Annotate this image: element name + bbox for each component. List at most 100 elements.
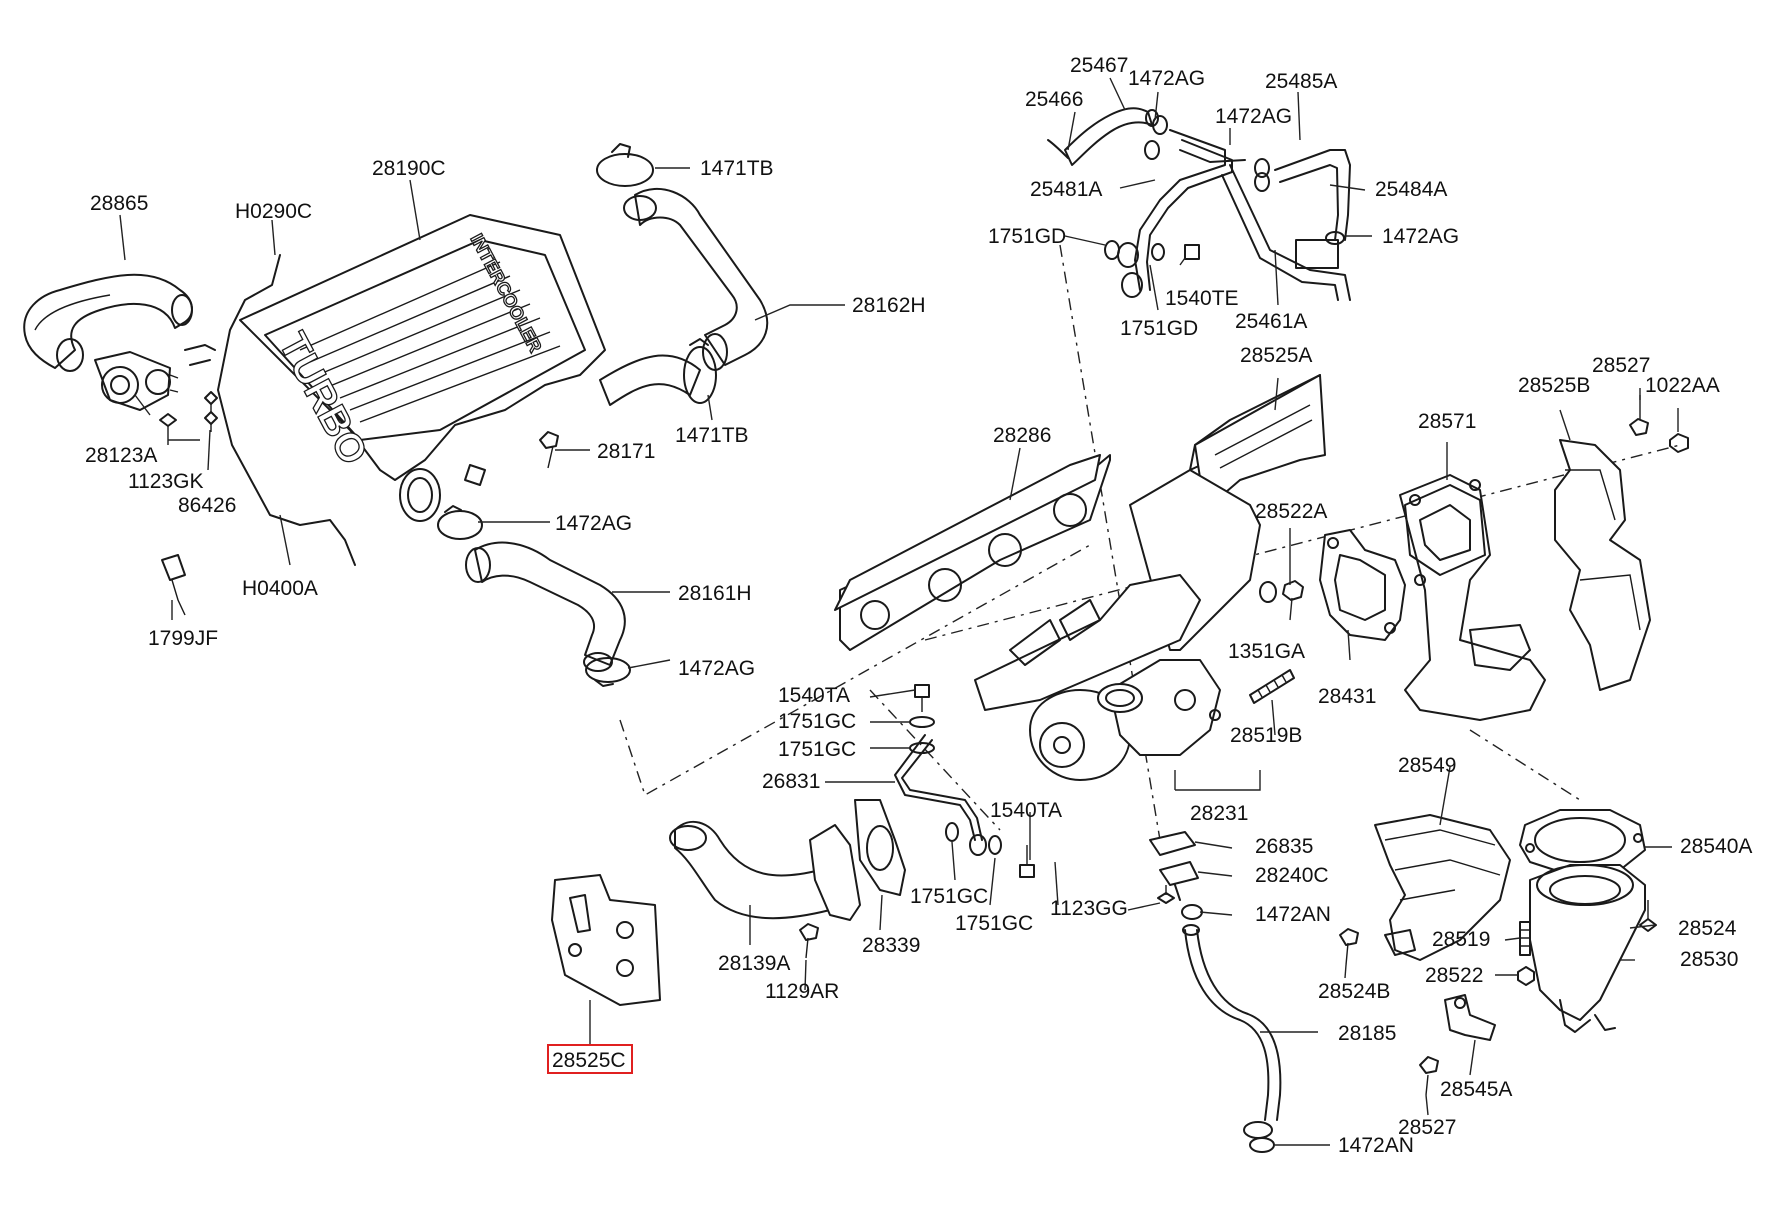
bolt-28171[interactable] — [539, 431, 559, 469]
label-25485A[interactable]: 25485A — [1265, 70, 1337, 93]
intercooler-28190C[interactable]: TURBO INTERCOOLER — [239, 214, 701, 522]
label-28571[interactable]: 28571 — [1418, 410, 1476, 433]
label-1123GK[interactable]: 1123GK — [128, 470, 204, 493]
bracket-28525C[interactable] — [551, 874, 661, 1006]
label-1751GC-b[interactable]: 1751GC — [778, 738, 856, 761]
nut-1022AA[interactable] — [1669, 433, 1689, 453]
label-28527-bottom[interactable]: 28527 — [1398, 1116, 1456, 1139]
clamp-1472AG-low[interactable] — [585, 657, 631, 687]
heat-shield-28549[interactable] — [1374, 814, 1511, 961]
label-1751GC-a[interactable]: 1751GC — [778, 710, 856, 733]
hose-H0290C-H0400A[interactable] — [184, 254, 356, 566]
gasket-28540A[interactable] — [1519, 809, 1646, 876]
valve-28123A[interactable] — [94, 351, 179, 411]
label-28231[interactable]: 28231 — [1190, 802, 1248, 825]
label-1022AA[interactable]: 1022AA — [1645, 374, 1720, 397]
bolt-28524-right[interactable] — [1639, 900, 1657, 932]
pipe-25466-25467[interactable] — [1047, 107, 1159, 166]
label-28525B[interactable]: 28525B — [1518, 374, 1590, 397]
label-1472AG-top2[interactable]: 1472AG — [1215, 105, 1292, 128]
turbo-manifold-28231[interactable] — [974, 469, 1261, 781]
label-1751GD-b[interactable]: 1751GD — [1120, 317, 1198, 340]
label-26835[interactable]: 26835 — [1255, 835, 1313, 858]
label-28286[interactable]: 28286 — [993, 424, 1051, 447]
label-28522A[interactable]: 28522A — [1255, 500, 1327, 523]
label-H0290C[interactable]: H0290C — [235, 200, 312, 223]
clip-86426[interactable] — [204, 391, 218, 432]
label-28240C[interactable]: 28240C — [1255, 864, 1329, 887]
label-28519B[interactable]: 28519B — [1230, 724, 1302, 747]
hose-28162H[interactable] — [623, 187, 769, 371]
label-28524B[interactable]: 28524B — [1318, 980, 1390, 1003]
oil-line-26831[interactable] — [894, 734, 987, 856]
label-28162H[interactable]: 28162H — [852, 294, 926, 317]
fittings-26835-28240C[interactable] — [1149, 831, 1199, 901]
gasket-28431[interactable] — [1319, 529, 1406, 641]
gasket-28339[interactable] — [854, 799, 906, 896]
fittings-1751GD-1540TE[interactable] — [1104, 240, 1200, 298]
bolt-1123GK[interactable] — [159, 413, 177, 445]
label-25484A[interactable]: 25484A — [1375, 178, 1447, 201]
bracket-28545A[interactable] — [1444, 994, 1496, 1041]
label-28524-right[interactable]: 28524 — [1678, 917, 1737, 940]
label-28185[interactable]: 28185 — [1338, 1022, 1396, 1045]
hose-28865[interactable] — [23, 273, 193, 372]
label-28527-top[interactable]: 28527 — [1592, 354, 1650, 377]
label-28339[interactable]: 28339 — [862, 934, 920, 957]
fittings-1540TA-1751GC[interactable] — [909, 684, 1035, 878]
connector-1799JF[interactable] — [161, 554, 186, 616]
label-28519[interactable]: 28519 — [1432, 928, 1490, 951]
label-26831[interactable]: 26831 — [762, 770, 820, 793]
label-28522[interactable]: 28522 — [1425, 964, 1483, 987]
label-28865[interactable]: 28865 — [90, 192, 148, 215]
nut-1351GA[interactable] — [1259, 580, 1304, 603]
label-28549[interactable]: 28549 — [1398, 754, 1456, 777]
label-28525C[interactable]: 28525C — [552, 1049, 626, 1072]
bolt-28527-top[interactable] — [1629, 395, 1649, 436]
bolt-28527-bottom[interactable] — [1419, 1056, 1439, 1096]
label-25481A[interactable]: 25481A — [1030, 178, 1102, 201]
pipe-25461A[interactable] — [1221, 164, 1351, 301]
label-28540A[interactable]: 28540A — [1680, 835, 1752, 858]
label-25466[interactable]: 25466 — [1025, 88, 1083, 111]
label-1129AR[interactable]: 1129AR — [765, 980, 839, 1003]
label-28431[interactable]: 28431 — [1318, 685, 1376, 708]
label-28139A[interactable]: 28139A — [718, 952, 790, 975]
label-25461A[interactable]: 25461A — [1235, 310, 1307, 333]
label-86426[interactable]: 86426 — [178, 494, 236, 517]
label-28525A[interactable]: 28525A — [1240, 344, 1312, 367]
clamp-1472AG-mid[interactable] — [437, 505, 483, 540]
clamp-1472AN-a[interactable] — [1181, 904, 1203, 920]
bolt-1123GG[interactable] — [1157, 885, 1175, 904]
label-28545A[interactable]: 28545A — [1440, 1078, 1512, 1101]
label-1471TB-top[interactable]: 1471TB — [700, 157, 774, 180]
label-1471TB-mid[interactable]: 1471TB — [675, 424, 749, 447]
label-28530[interactable]: 28530 — [1680, 948, 1738, 971]
stud-28519[interactable] — [1519, 921, 1531, 956]
elbow-28571[interactable] — [1399, 474, 1546, 721]
clamp-1471TB-mid[interactable] — [683, 338, 717, 404]
label-28123A[interactable]: 28123A — [85, 444, 157, 467]
catalyst-28530[interactable] — [1529, 864, 1646, 1033]
hose-28161H[interactable] — [465, 541, 626, 672]
pipe-25481A[interactable] — [1134, 129, 1246, 291]
label-1472AG-top1[interactable]: 1472AG — [1128, 67, 1205, 90]
bolt-28524B[interactable] — [1339, 928, 1359, 966]
pipe-25485A-25484A[interactable] — [1274, 149, 1351, 241]
label-1472AN-b[interactable]: 1472AN — [1338, 1134, 1414, 1157]
label-1351GA[interactable]: 1351GA — [1228, 640, 1305, 663]
label-25467[interactable]: 25467 — [1070, 54, 1128, 77]
label-1751GC-c[interactable]: 1751GC — [910, 885, 988, 908]
label-28161H[interactable]: 28161H — [678, 582, 752, 605]
label-1540TA-b[interactable]: 1540TA — [990, 799, 1062, 822]
label-28190C[interactable]: 28190C — [372, 157, 446, 180]
label-1751GD-a[interactable]: 1751GD — [988, 225, 1066, 248]
heat-shield-28525B[interactable] — [1554, 439, 1651, 691]
label-1472AG-low[interactable]: 1472AG — [678, 657, 755, 680]
clamps-1472AG-top[interactable] — [1144, 115, 1345, 245]
label-1751GC-d[interactable]: 1751GC — [955, 912, 1033, 935]
clamp-1472AN-b[interactable] — [1249, 1137, 1275, 1153]
label-1472AN-a[interactable]: 1472AN — [1255, 903, 1331, 926]
label-1472AG-right[interactable]: 1472AG — [1382, 225, 1459, 248]
label-28171[interactable]: 28171 — [597, 440, 655, 463]
